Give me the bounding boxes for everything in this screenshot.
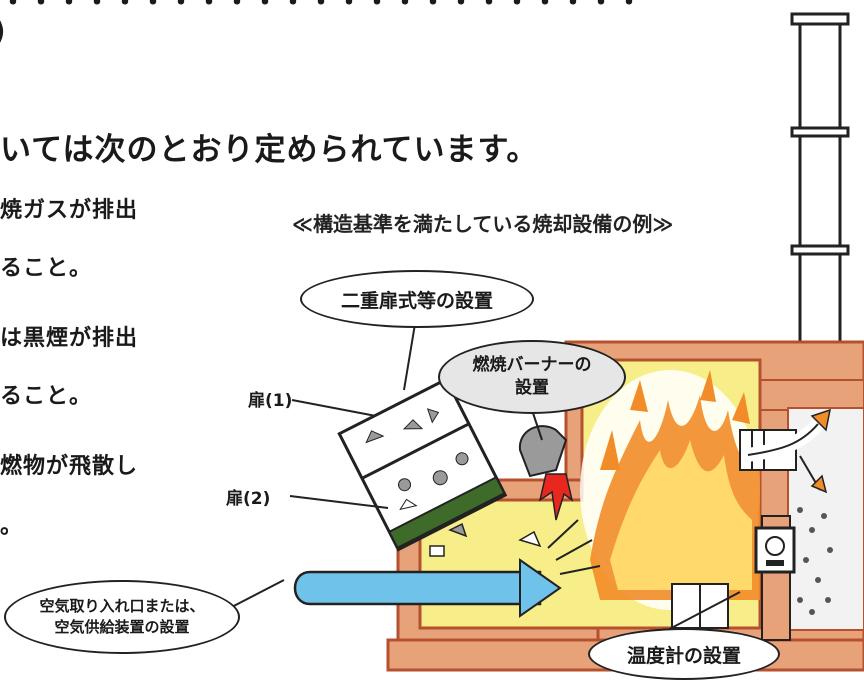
burner-callout-line-2: 設置	[515, 378, 549, 398]
diagram-title: ≪構造基準を満たしている焼却設備の例≫	[292, 212, 674, 236]
air-intake-callout: 空気取り入れ口または、 空気供給装置の設置	[4, 580, 240, 654]
thermometer-callout: 温度計の設置	[588, 628, 780, 680]
door-1-label: 扉(1)	[248, 391, 293, 411]
exhaust-duct	[739, 408, 831, 494]
body-line-1: 焼ガスが排出	[0, 198, 139, 223]
main-statement: いては次のとおり定められています。	[0, 132, 539, 168]
body-line-3: は黒煙が排出	[0, 326, 139, 351]
burner-callout-line-1: 燃焼バーナーの	[472, 355, 592, 376]
body-line-5: 燃物が飛散し	[0, 454, 139, 479]
ash-particles	[797, 507, 833, 615]
thermometer-callout-text: 温度計の設置	[626, 644, 741, 667]
ash-pit	[671, 583, 729, 629]
thermometer	[754, 515, 796, 641]
door-2-label: 扉(2)	[226, 489, 271, 509]
top-fragment: ・・・・・・・・・・・・・・・・・・・・・・・	[0, 0, 645, 18]
combustion-chamber	[418, 358, 762, 630]
body-line-6: 。	[0, 514, 24, 539]
burner-callout: 燃焼バーナーの 設置	[438, 340, 626, 414]
double-door-callout: 二重扉式等の設置	[300, 270, 534, 328]
double-door-callout-text: 二重扉式等の設置	[340, 289, 493, 312]
air-intake-callout-line-2: 空気供給装置の設置	[54, 618, 190, 636]
body-line-4: ること。	[0, 384, 93, 409]
air-intake-pipe	[293, 519, 601, 618]
burner	[518, 425, 574, 521]
body-line-2: ること。	[0, 256, 93, 281]
callout-pointers	[225, 305, 741, 635]
air-intake-callout-line-1: 空気取り入れ口または、	[39, 597, 205, 615]
closing-paren: )	[0, 14, 6, 49]
